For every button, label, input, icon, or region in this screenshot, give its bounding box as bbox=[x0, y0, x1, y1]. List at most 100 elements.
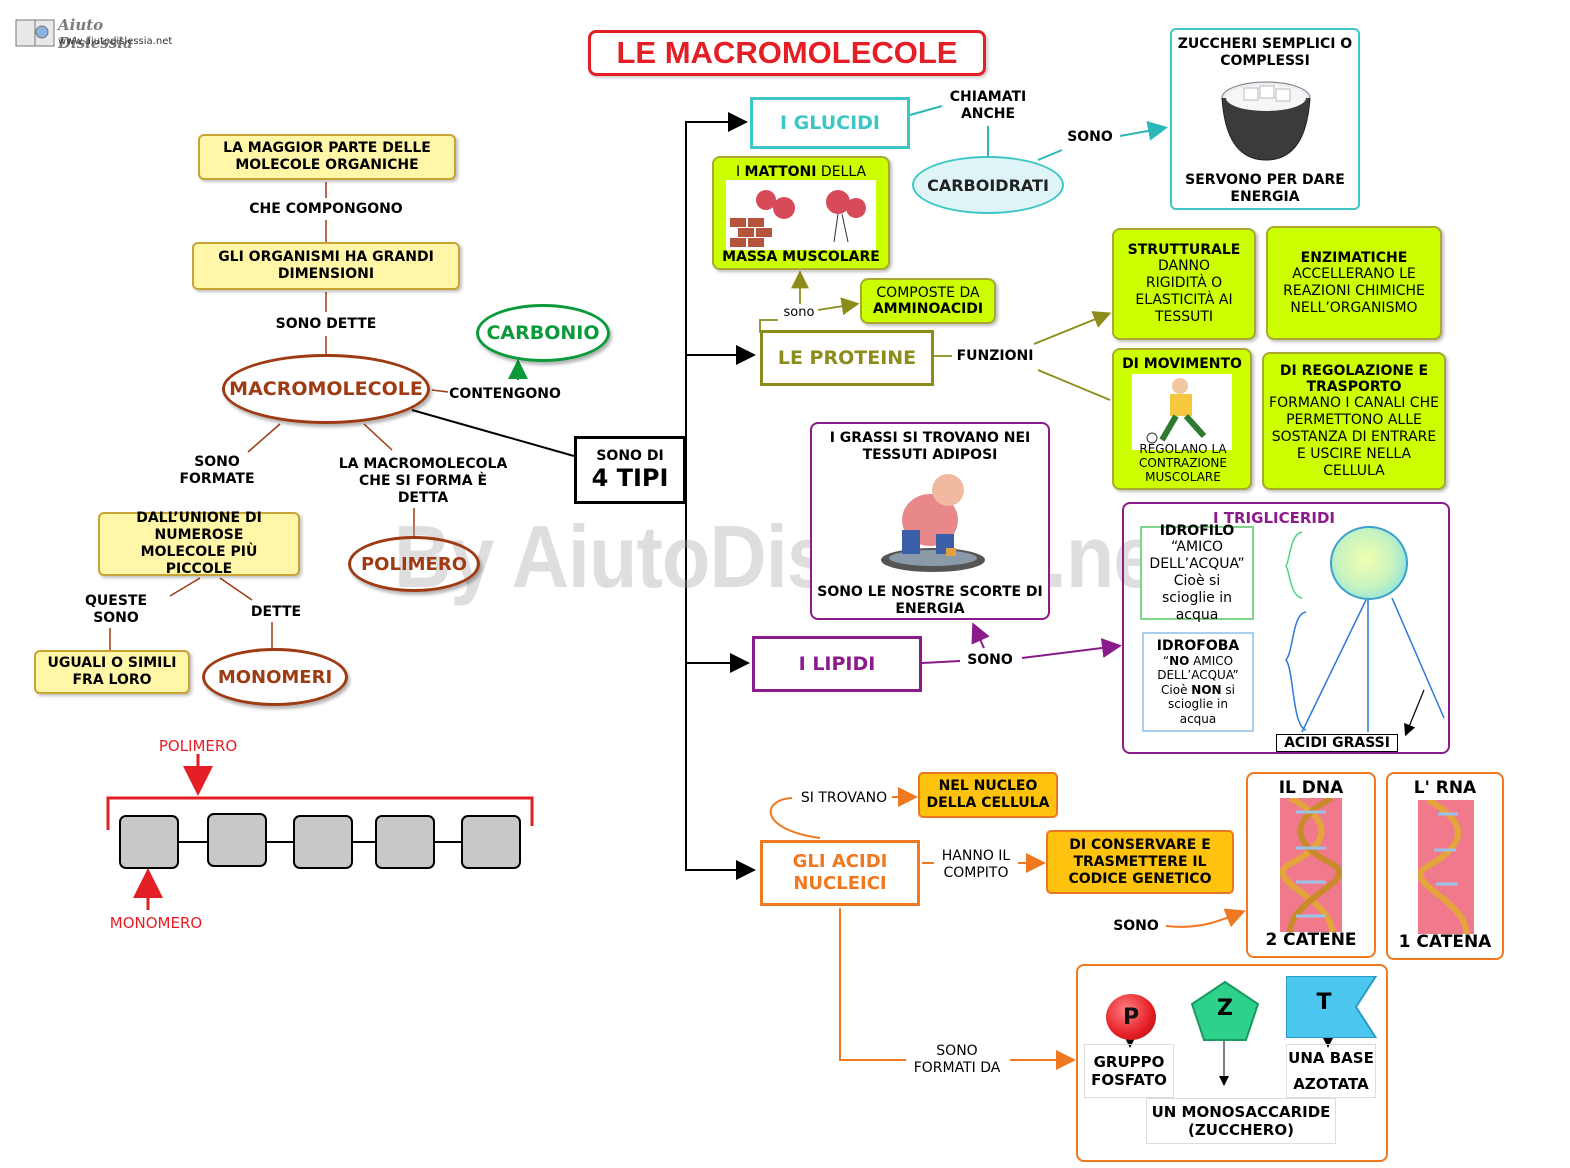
trigliceridi-box: I TRIGLICERIDI bbox=[1122, 502, 1450, 754]
base-flag-icon bbox=[1286, 976, 1378, 1038]
logo-url: www.aiutodislessia.net bbox=[58, 36, 173, 47]
link-dette: DETTE bbox=[250, 604, 302, 620]
proteine-box: LE PROTEINE bbox=[760, 330, 934, 386]
mattoni-text: I MATTONI DELLA bbox=[735, 164, 867, 180]
base-label: UNA BASE AZOTATA bbox=[1286, 1044, 1376, 1098]
logo[interactable]: Aiuto Dislessia www.aiutodislessia.net bbox=[14, 14, 174, 54]
acidi-nucleici-box: GLI ACIDI NUCLEICI bbox=[760, 840, 920, 906]
nucleo-box: NEL NUCLEO DELLA CELLULA bbox=[918, 772, 1058, 818]
carboidrati-node: CARBOIDRATI bbox=[912, 156, 1064, 214]
regolazione-title: DI REGOLAZIONE E TRASPORTO bbox=[1279, 362, 1429, 395]
four-types-count: 4 TIPI bbox=[591, 464, 669, 492]
uguali-box: UGUALI O SIMILI FRA LORO bbox=[34, 650, 190, 694]
four-types-sono-di: SONO DI bbox=[596, 448, 664, 464]
lipidi-box: I LIPIDI bbox=[752, 636, 922, 692]
link-hanno-compito: HANNO IL COMPITO bbox=[941, 848, 1011, 881]
monomeri-node: MONOMERI bbox=[202, 648, 348, 706]
amminoacidi-text: AMMINOACIDI bbox=[872, 301, 984, 317]
mattoni-box: I MATTONI DELLA MASSA MUSCOLARE bbox=[712, 156, 890, 270]
dna-title: IL DNA bbox=[1278, 778, 1344, 798]
phosphate-symbol: P bbox=[1106, 994, 1156, 1040]
amminoacidi-box: COMPOSTE DA AMMINOACIDI bbox=[860, 278, 996, 324]
rna-helix-icon bbox=[1418, 800, 1474, 934]
dna-catene: 2 CATENE bbox=[1265, 930, 1357, 950]
sugar-bowl-icon bbox=[1221, 81, 1311, 161]
movimento-box: DI MOVIMENTO REGOLANO LA CONTRAZIONE MUS… bbox=[1112, 348, 1252, 490]
dallunione-box: DALL’UNIONE DI NUMEROSE MOLECOLE PIÙ PIC… bbox=[98, 510, 300, 577]
link-lipidi-sono: SONO bbox=[967, 652, 1013, 668]
sugar-pentagon-icon bbox=[1190, 980, 1260, 1041]
sugar-symbol: Z bbox=[1217, 996, 1233, 1021]
fosfato-label: GRUPPO FOSFATO bbox=[1084, 1044, 1174, 1098]
movimento-title: DI MOVIMENTO bbox=[1122, 356, 1242, 372]
movimento-text: REGOLANO LA CONTRAZIONE MUSCOLARE bbox=[1139, 442, 1227, 484]
logo-name: Aiuto Dislessia bbox=[58, 16, 133, 52]
dna-box: IL DNA 2 CATENE bbox=[1246, 772, 1376, 958]
idrofilo-title: IDROFILO bbox=[1159, 522, 1235, 539]
link-acidi-sono: SONO bbox=[1113, 918, 1159, 934]
glycerol-head bbox=[1330, 526, 1408, 600]
enzimatiche-title: ENZIMATICHE bbox=[1300, 249, 1408, 266]
organic-molecules-box: LA MAGGIOR PARTE DELLE MOLECOLE ORGANICH… bbox=[198, 134, 456, 180]
massa-muscolare-text: MASSA MUSCOLARE bbox=[722, 249, 880, 265]
watermark: By AiutoDislessia.net bbox=[394, 507, 1183, 606]
glucidi-box: I GLUCIDI bbox=[750, 97, 910, 149]
link-queste-sono: QUESTE SONO bbox=[84, 593, 148, 626]
link-funzioni: FUNZIONI bbox=[956, 348, 1034, 364]
polymer-chain bbox=[106, 754, 534, 910]
strutturale-box: STRUTTURALE DANNO RIGIDITÀ O ELASTICITÀ … bbox=[1112, 228, 1256, 340]
link-proteine-sono: sono bbox=[783, 305, 815, 320]
link-sono-formati: SONO FORMATI DA bbox=[913, 1043, 1001, 1076]
polimero-node: POLIMERO bbox=[348, 536, 480, 592]
book-icon bbox=[15, 19, 55, 47]
trigliceridi-title: I TRIGLICERIDI bbox=[1212, 509, 1336, 527]
macromolecole-node: MACROMOLECOLE bbox=[222, 354, 430, 424]
zuccheri-text: ZUCCHERI SEMPLICI O COMPLESSI bbox=[1177, 36, 1353, 69]
servono-text: SERVONO PER DARE ENERGIA bbox=[1185, 172, 1345, 205]
composte-da-text: COMPOSTE DA bbox=[876, 285, 980, 301]
regolazione-text: FORMANO I CANALI CHE PERMETTONO ALLE SOS… bbox=[1269, 394, 1439, 479]
page-title: LE MACROMOLECOLE bbox=[588, 30, 986, 76]
base-label-line1: UNA BASE bbox=[1288, 1049, 1374, 1067]
organisms-box: GLI ORGANISMI HA GRANDI DIMENSIONI bbox=[192, 242, 460, 290]
chain-monomero-label: MONOMERO bbox=[109, 914, 203, 932]
link-la-macromolecola: LA MACROMOLECOLA CHE SI FORMA È DETTA bbox=[338, 456, 508, 506]
base-label-line2: AZOTATA bbox=[1293, 1075, 1369, 1093]
cartoon-bricks-illustration bbox=[726, 180, 876, 250]
conservare-box: DI CONSERVARE E TRASMETTERE IL CODICE GE… bbox=[1046, 830, 1234, 894]
link-chiamati-anche: CHIAMATI ANCHE bbox=[949, 89, 1027, 122]
soccer-player-illustration bbox=[1132, 374, 1232, 450]
rna-box: L' RNA 1 CATENA bbox=[1386, 772, 1504, 960]
grassi-text: I GRASSI SI TROVANO NEI TESSUTI ADIPOSI bbox=[829, 430, 1031, 463]
nucleotide-box bbox=[1076, 964, 1388, 1162]
dna-helix-icon bbox=[1280, 798, 1342, 932]
idrofoba-box: IDROFOBA “NO AMICO DELL’ACQUA” Cioè NON … bbox=[1142, 632, 1254, 732]
rna-catena: 1 CATENA bbox=[1398, 932, 1492, 952]
strutturale-title: STRUTTURALE bbox=[1127, 242, 1241, 258]
link-sono-formate: SONO FORMATE bbox=[179, 454, 255, 487]
rna-title: L' RNA bbox=[1413, 778, 1477, 798]
zuccheri-box: ZUCCHERI SEMPLICI O COMPLESSI SERVONO PE… bbox=[1170, 28, 1360, 210]
idrofilo-box: IDROFILO “AMICO DELL’ACQUA” Cioè si scio… bbox=[1140, 522, 1254, 623]
carbonio-node: CARBONIO bbox=[476, 304, 610, 362]
idrofoba-text: “NO AMICO DELL’ACQUA” Cioè NON si sciogl… bbox=[1157, 653, 1239, 726]
enzimatiche-box: ENZIMATICHE ACCELLERANO LE REAZIONI CHIM… bbox=[1266, 226, 1442, 340]
idrofoba-title: IDROFOBA bbox=[1156, 637, 1240, 654]
scorte-text: SONO LE NOSTRE SCORTE DI ENERGIA bbox=[817, 584, 1043, 617]
link-che-compongono: CHE COMPONGONO bbox=[249, 201, 403, 217]
four-types-box: SONO DI 4 TIPI bbox=[574, 436, 686, 504]
acidi-grassi-label: ACIDI GRASSI bbox=[1276, 734, 1398, 752]
base-symbol: T bbox=[1316, 990, 1332, 1015]
link-glucidi-sono: SONO bbox=[1067, 129, 1113, 145]
monosaccaride-label: UN MONOSACCARIDE (ZUCCHERO) bbox=[1146, 1098, 1336, 1144]
link-contengono: CONTENGONO bbox=[449, 386, 561, 402]
link-sono-dette: SONO DETTE bbox=[275, 316, 377, 332]
grassi-box: I GRASSI SI TROVANO NEI TESSUTI ADIPOSI … bbox=[810, 422, 1050, 620]
chain-polimero-label: POLIMERO bbox=[158, 737, 238, 755]
regolazione-box: DI REGOLAZIONE E TRASPORTO FORMANO I CAN… bbox=[1262, 352, 1446, 490]
link-si-trovano: SI TROVANO bbox=[800, 790, 888, 806]
idrofilo-text: “AMICO DELL’ACQUA” Cioè si scioglie in a… bbox=[1149, 538, 1245, 623]
overweight-person-illustration bbox=[881, 474, 985, 572]
strutturale-text: DANNO RIGIDITÀ O ELASTICITÀ AI TESSUTI bbox=[1135, 258, 1233, 325]
